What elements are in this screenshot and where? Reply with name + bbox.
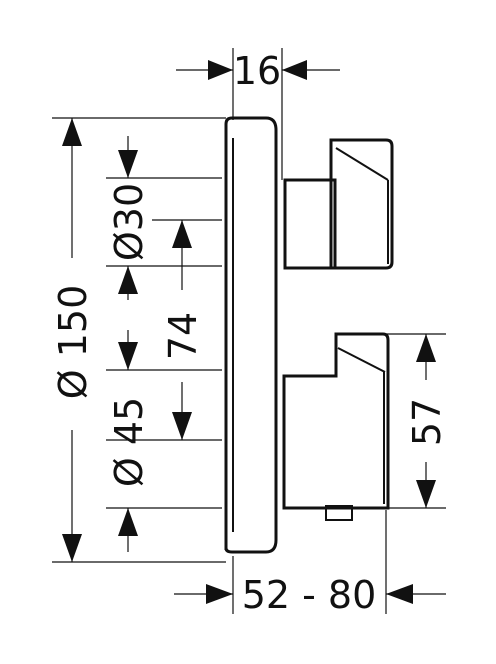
dim-small-diameter-label: Ø30	[107, 183, 151, 261]
cover-plate	[224, 116, 278, 554]
dim-large-diameter-label: Ø 45	[107, 397, 151, 487]
dim-spacing: 74	[161, 220, 205, 440]
dim-lower-handle-label: 57	[405, 398, 449, 446]
dim-projection: 52 - 80	[174, 573, 446, 617]
upper-handle-bevel	[335, 147, 389, 181]
dim-plate-diameter: Ø 150	[51, 118, 95, 562]
dim-plate-diameter-label: Ø 150	[51, 285, 95, 400]
dim-wall-depth: 16	[176, 49, 340, 93]
dim-lower-handle: 57	[405, 334, 449, 508]
lower-handle-nub	[325, 505, 353, 521]
dim-projection-label: 52 - 80	[242, 573, 377, 617]
dim-small-diameter: Ø30	[107, 136, 151, 300]
upper-handle-cap	[329, 138, 394, 270]
upper-handle-stem	[283, 178, 337, 270]
lower-handle-bevel	[337, 347, 386, 373]
dim-spacing-label: 74	[161, 312, 205, 360]
product-outline	[224, 116, 394, 554]
dim-large-diameter: Ø 45	[107, 330, 151, 552]
lower-handle-body	[282, 332, 390, 510]
dim-wall-depth-label: 16	[233, 49, 281, 93]
extension-lines	[52, 48, 446, 614]
